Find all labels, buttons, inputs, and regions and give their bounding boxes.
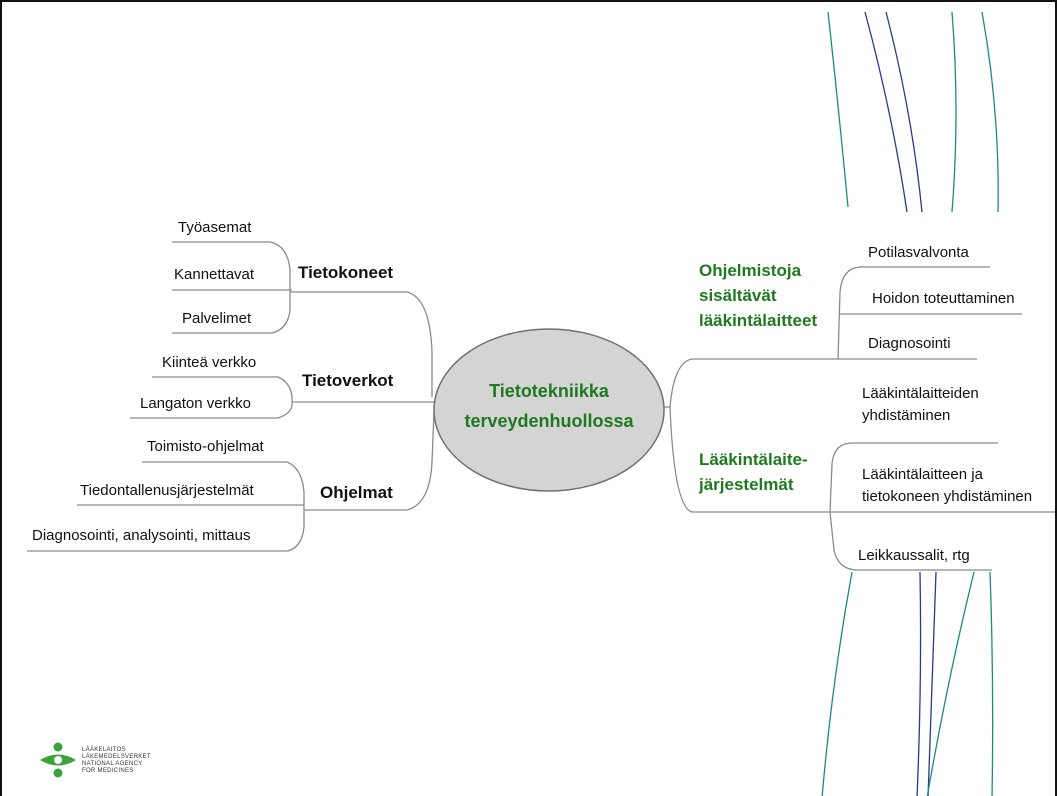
connector-tietokoneet-main	[290, 291, 433, 397]
connector-toimisto	[142, 461, 305, 510]
branch-tietoverkot: Tietoverkot	[302, 371, 394, 390]
connector-laakintalaite-main	[669, 406, 830, 513]
leaf-laakintalaitteen-ja-tietokoneen: Lääkintälaitteen ja tietokoneen yhdistäm…	[862, 464, 1032, 508]
leaf-tiedontallenusjarjestelmat: Tiedontallenusjärjestelmät	[80, 482, 254, 499]
connector-tyoasemat	[172, 241, 291, 292]
connector-langaton	[130, 402, 293, 419]
center-node-shape	[433, 328, 665, 492]
branch-ohjelmistoja-line-3: lääkintälaitteet	[699, 311, 818, 330]
leaf-laakintalaitteen-line-1: Lääkintälaitteen ja	[862, 466, 983, 483]
connector-ohjelmistoja-main	[669, 358, 838, 408]
connector-diagnosointi-analysointi	[27, 510, 305, 552]
decorative-curves-top	[827, 11, 999, 213]
agency-logo-mark-icon	[40, 742, 76, 778]
leaf-diagnosointi-analysointi-mittaus: Diagnosointi, analysointi, mittaus	[32, 527, 251, 544]
leaf-potilasvalvonta: Potilasvalvonta	[868, 244, 969, 261]
logo-text-4: FOR MEDICINES	[82, 768, 134, 774]
leaf-laakintalaitteiden-line-1: Lääkintälaitteiden	[862, 385, 979, 402]
branch-ohjelmistoja-line-1: Ohjelmistoja	[699, 261, 802, 280]
leaf-palvelimet: Palvelimet	[182, 310, 252, 327]
logo-text-3: NATIONAL AGENCY	[82, 761, 143, 767]
agency-logo: LÄÄKELAITOS LÄKEMEDELSVERKET NATIONAL AG…	[38, 740, 168, 782]
branch-ohjelmistoja: Ohjelmistoja sisältävät lääkintälaitteet	[699, 258, 817, 333]
connector-palvelimet	[172, 292, 291, 334]
connector-yhdistaminen	[829, 442, 998, 513]
leaf-hoidon-toteuttaminen: Hoidon toteuttaminen	[872, 290, 1015, 307]
leaf-kannettavat: Kannettavat	[174, 266, 255, 283]
leaf-kiintea-verkko: Kiinteä verkko	[162, 354, 257, 371]
leaf-tyoasemat: Työasemat	[178, 219, 252, 236]
branch-laakintalaite-line-2: järjestelmät	[699, 475, 794, 494]
branch-laakintalaite-line-1: Lääkintälaite-	[699, 450, 808, 469]
logo-text-1: LÄÄKELAITOS	[82, 747, 126, 753]
connector-potilasvalvonta	[837, 266, 990, 360]
leaf-langaton-verkko: Langaton verkko	[140, 395, 251, 412]
center-line-1: Tietotekniikka	[489, 381, 609, 401]
connector-ohjelmat-main	[304, 411, 435, 511]
leaf-leikkaussalit-rtg: Leikkaussalit, rtg	[858, 547, 970, 564]
branch-tietokoneet: Tietokoneet	[298, 263, 394, 282]
logo-text-2: LÄKEMEDELSVERKET	[82, 754, 151, 760]
leaf-toimisto-ohjelmat: Toimisto-ohjelmat	[147, 438, 264, 455]
center-line-2: terveydenhuollossa	[464, 411, 634, 431]
connector-kiintea	[152, 376, 293, 402]
branch-ohjelmistoja-line-2: sisältävät	[699, 286, 777, 305]
connector-leikkaussalit	[829, 511, 992, 571]
leaf-laakintalaitteiden-yhdistaminen: Lääkintälaitteiden yhdistäminen	[862, 383, 979, 427]
decorative-curves-bottom	[821, 571, 994, 796]
leaf-diagnosointi-right: Diagnosointi	[868, 335, 951, 352]
branch-laakintalaitejarjestelmat: Lääkintälaite- järjestelmät	[699, 447, 808, 497]
center-node-label: Tietotekniikka terveydenhuollossa	[434, 376, 664, 436]
branch-ohjelmat: Ohjelmat	[320, 483, 393, 502]
leaf-laakintalaitteiden-line-2: yhdistäminen	[862, 407, 951, 424]
leaf-laakintalaitteen-line-2: tietokoneen yhdistäminen	[862, 488, 1033, 505]
